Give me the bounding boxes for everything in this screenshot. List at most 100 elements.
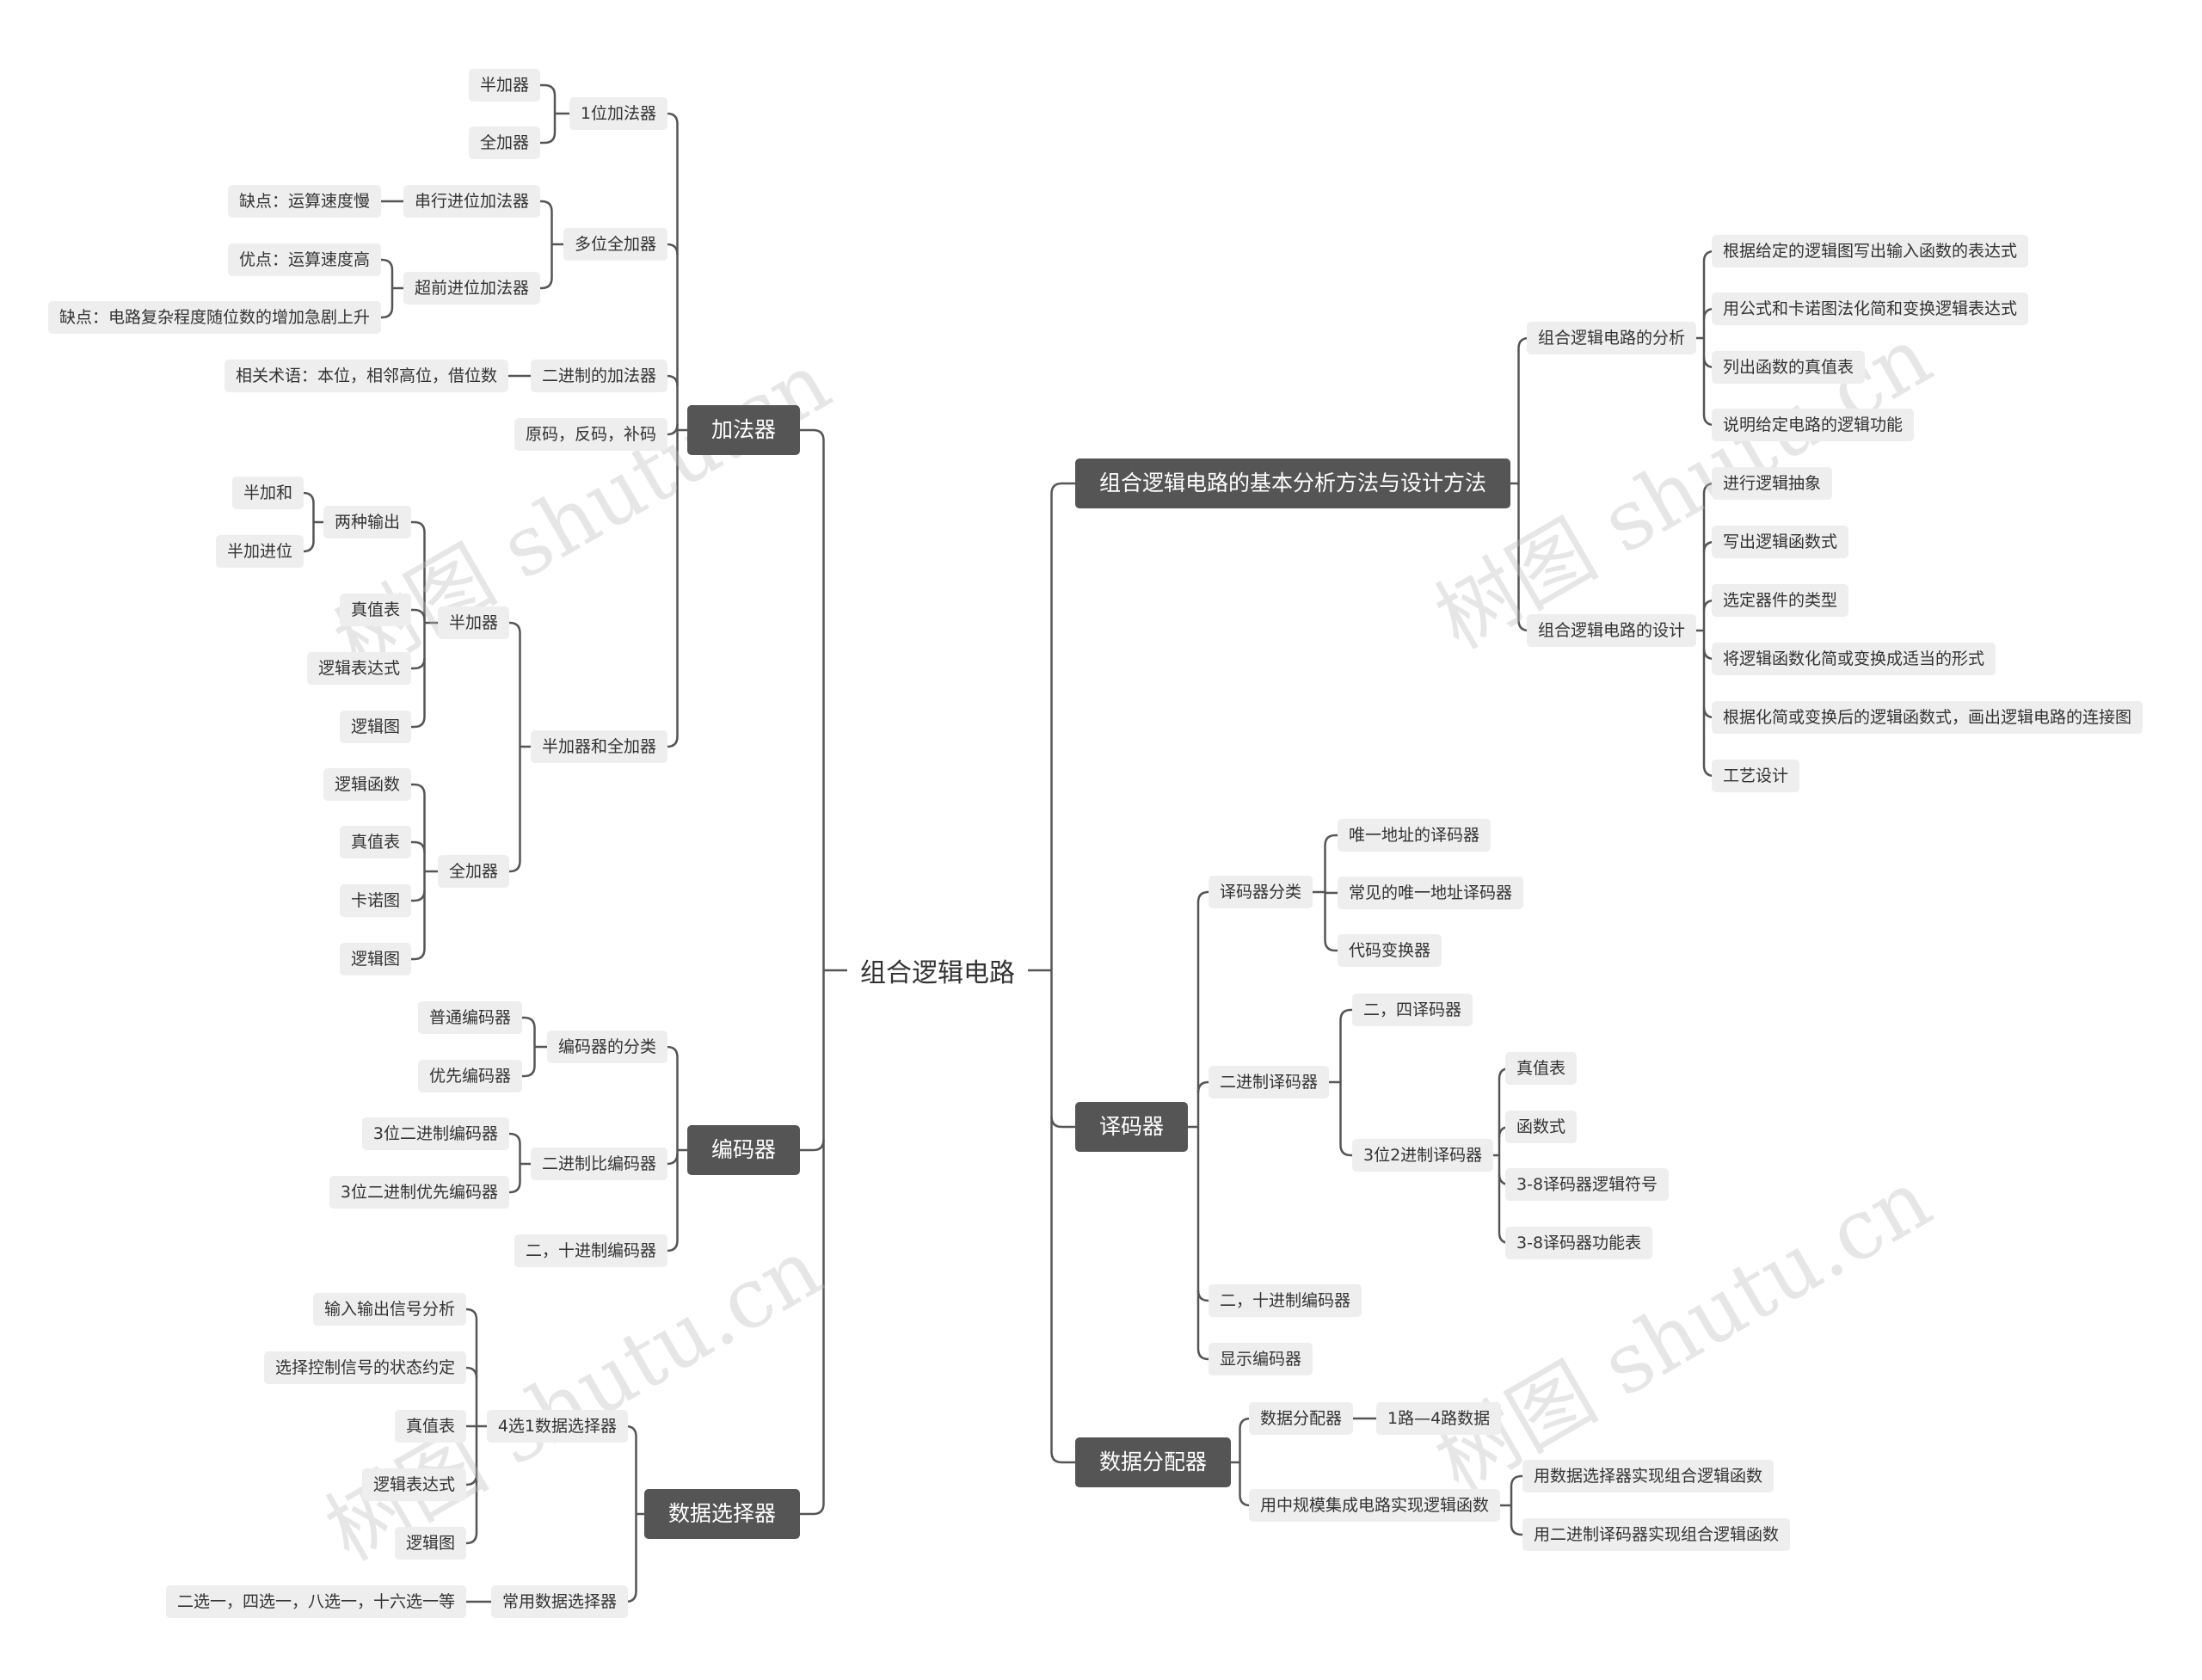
topic-node-left-0--4--0--3[interactable]: 逻辑图 [339,711,411,743]
topic-node-right-1--1--1--1[interactable]: 函数式 [1505,1111,1578,1143]
main-branch-right-2[interactable]: 数据分配器 [1075,1437,1232,1487]
topic-node-left-0--4--0--0--0[interactable]: 半加和 [231,477,304,509]
topic-node-left-0--1--1--0[interactable]: 优点：运算速度高 [227,243,381,276]
topic-node-right-1--1--1--3[interactable]: 3-8译码器功能表 [1505,1227,1653,1259]
root-node[interactable]: 组合逻辑电路 [860,958,1015,988]
topic-node-left-1--0-lines-branch-0 [522,1016,536,1029]
topic-node-right-1--2[interactable]: 二，十进制编码器 [1209,1284,1362,1317]
topic-node-left-0--4-lines-branch-1 [509,860,521,873]
topic-node-left-0--0-lines-branch-0 [540,83,557,96]
topic-node-left-0--4--0--0--1[interactable]: 半加进位 [215,535,304,568]
main-branch-left-0[interactable]: 加法器 [686,405,800,455]
topic-node-left-2--0--3[interactable]: 逻辑表达式 [361,1468,466,1501]
main-branch-right-1-lines-branch-3 [1196,1348,1209,1361]
topic-node-left-2--0-lines-branch-4 [465,1532,478,1545]
topic-node-left-0--4--1--0[interactable]: 逻辑函数 [323,768,411,801]
topic-node-left-2--0[interactable]: 4选1数据选择器 [486,1410,628,1443]
topic-node-right-1--0-lines-branch-0 [1324,834,1338,846]
topic-node-left-1--2[interactable]: 二，十进制编码器 [514,1234,667,1267]
topic-node-left-0--4--0--0[interactable]: 两种输出 [323,506,411,538]
topic-node-right-0--1--4[interactable]: 根据化简或变换后的逻辑函数式，画出逻辑电路的连接图 [1712,701,2144,734]
topic-node-left-0--3[interactable]: 原码，反码，补码 [514,418,667,451]
topic-node-right-2--1--0[interactable]: 用数据选择器实现组合逻辑函数 [1522,1460,1775,1492]
topic-node-right-1--1--1[interactable]: 3位2进制译码器 [1352,1139,1494,1172]
topic-node-left-0--1--1--1[interactable]: 缺点：电路复杂程度随位数的增加急剧上升 [47,301,381,334]
topic-node-left-0--0--1[interactable]: 全加器 [468,126,540,159]
topic-node-left-0--4--0--0-lines-branch-0 [303,491,315,504]
topic-node-right-1--1--1--2[interactable]: 3-8译码器逻辑符号 [1505,1168,1670,1201]
topic-node-right-2--0--0[interactable]: 1路—4路数据 [1376,1402,1502,1435]
root-right-lines-branch-2 [1050,1451,1075,1464]
main-branch-left-1-lines-branch-0 [667,1045,679,1058]
main-branch-left-1-lines-branch-1 [667,1153,679,1166]
main-branch-right-0[interactable]: 组合逻辑电路的基本分析方法与设计方法 [1075,458,1511,508]
topic-node-right-1--0[interactable]: 译码器分类 [1209,876,1313,908]
root-left-lines-branch-0 [800,428,825,441]
topic-node-right-0--1--3[interactable]: 将逻辑函数化简或变换成适当的形式 [1712,643,1996,675]
topic-node-right-2--0[interactable]: 数据分配器 [1249,1402,1354,1435]
topic-node-left-0--2[interactable]: 二进制的加法器 [530,360,667,392]
topic-node-left-0--4--1--2[interactable]: 卡诺图 [339,884,411,917]
topic-node-right-0--0[interactable]: 组合逻辑电路的分析 [1527,322,1697,354]
topic-node-left-1--1--0[interactable]: 3位二进制编码器 [361,1117,509,1150]
topic-node-left-2--1--0[interactable]: 二选一，四选一，八选一，十六选一等 [165,1585,466,1618]
main-branch-left-1[interactable]: 编码器 [686,1125,800,1175]
topic-node-left-2--1[interactable]: 常用数据选择器 [490,1585,628,1618]
topic-node-right-0--0--0[interactable]: 根据给定的逻辑图写出输入函数的表达式 [1712,235,2029,268]
topic-node-right-2--1--1[interactable]: 用二进制译码器实现组合逻辑函数 [1522,1518,1791,1551]
topic-node-left-0--4--1-lines-branch-3 [411,948,426,961]
main-branch-left-2[interactable]: 数据选择器 [643,1489,800,1539]
topic-node-right-0--1--0[interactable]: 进行逻辑抽象 [1712,467,1833,500]
topic-node-left-2--0--2[interactable]: 真值表 [394,1410,466,1443]
topic-node-right-1--1-lines-branch-0 [1339,1008,1352,1021]
topic-node-left-2--0--0[interactable]: 输入输出信号分析 [312,1293,466,1326]
topic-node-left-1--1-lines-branch-0 [509,1132,521,1145]
topic-node-left-0--0--0[interactable]: 半加器 [468,69,540,102]
topic-node-left-1--0--0[interactable]: 普通编码器 [417,1001,522,1034]
topic-node-right-1--0--0[interactable]: 唯一地址的译码器 [1338,819,1492,852]
main-branch-left-0-lines-branch-4 [667,735,679,748]
topic-node-left-0--4--1[interactable]: 全加器 [437,855,509,888]
topic-node-left-0--1-lines-branch-1 [540,277,553,290]
topic-node-right-0--0--3[interactable]: 说明给定电路的逻辑功能 [1712,409,1915,441]
topic-node-left-0--4--1--3[interactable]: 逻辑图 [339,943,411,975]
topic-node-left-1--0[interactable]: 编码器的分类 [546,1031,667,1063]
topic-node-left-2--0--4[interactable]: 逻辑图 [394,1527,466,1560]
topic-node-right-1--3[interactable]: 显示编码器 [1209,1343,1313,1375]
topic-node-right-0--1--2[interactable]: 选定器件的类型 [1712,584,1849,617]
topic-node-left-0--4--0-lines-branch-0 [411,520,426,533]
topic-node-left-0--2--0[interactable]: 相关术语：本位，相邻高位，借位数 [224,360,508,392]
topic-node-left-0--4--0--1[interactable]: 真值表 [339,594,411,626]
topic-node-right-0--0--2[interactable]: 列出函数的真值表 [1712,351,1866,384]
topic-node-left-0--1[interactable]: 多位全加器 [563,228,667,261]
topic-node-left-0--4[interactable]: 半加器和全加器 [530,730,667,763]
topic-node-left-0--0[interactable]: 1位加法器 [569,97,667,130]
topic-node-right-1--1[interactable]: 二进制译码器 [1209,1066,1330,1098]
topic-node-left-1--1[interactable]: 二进制比编码器 [530,1148,667,1180]
topic-node-right-1--1--0[interactable]: 二，四译码器 [1352,994,1473,1026]
topic-node-left-0--4--0--2[interactable]: 逻辑表达式 [306,652,411,685]
topic-node-left-0--4--0--0-lines-branch-1 [303,540,315,553]
main-branch-right-1-lines-branch-2 [1196,1289,1209,1302]
topic-node-right-1--1-lines-branch-1 [1339,1144,1352,1157]
topic-node-right-0--0--1[interactable]: 用公式和卡诺图法化简和变换逻辑表达式 [1712,292,2029,325]
topic-node-left-2--0--1[interactable]: 选择控制信号的状态约定 [263,1351,466,1384]
topic-node-left-0--1--0[interactable]: 串行进位加法器 [403,185,540,218]
topic-node-right-1--1--1--0[interactable]: 真值表 [1505,1052,1578,1085]
topic-node-left-1--1--1[interactable]: 3位二进制优先编码器 [329,1176,509,1209]
main-branch-right-1[interactable]: 译码器 [1075,1102,1189,1152]
topic-node-left-0--1--0--0[interactable]: 缺点：运算速度慢 [227,185,381,218]
topic-node-right-0--1[interactable]: 组合逻辑电路的设计 [1527,614,1697,647]
topic-node-left-0--4--0[interactable]: 半加器 [437,606,509,639]
topic-node-right-0--1--5[interactable]: 工艺设计 [1712,760,1800,792]
root-right-lines-branch-0 [1050,482,1075,495]
topic-node-left-0--4--1--1[interactable]: 真值表 [339,826,411,858]
topic-node-right-1--0--1[interactable]: 常见的唯一地址译码器 [1338,877,1524,909]
topic-node-left-0--1--1[interactable]: 超前进位加法器 [403,272,540,305]
topic-node-right-2--1[interactable]: 用中规模集成电路实现逻辑函数 [1249,1489,1501,1522]
topic-node-right-0--1--1[interactable]: 写出逻辑函数式 [1712,526,1849,558]
topic-node-right-1--0--2[interactable]: 代码变换器 [1338,934,1442,967]
topic-node-left-1--0--1[interactable]: 优先编码器 [417,1060,522,1092]
main-branch-left-1-lines-branch-2 [667,1240,679,1252]
topic-node-left-0--4--0-lines-branch-2 [411,657,426,670]
